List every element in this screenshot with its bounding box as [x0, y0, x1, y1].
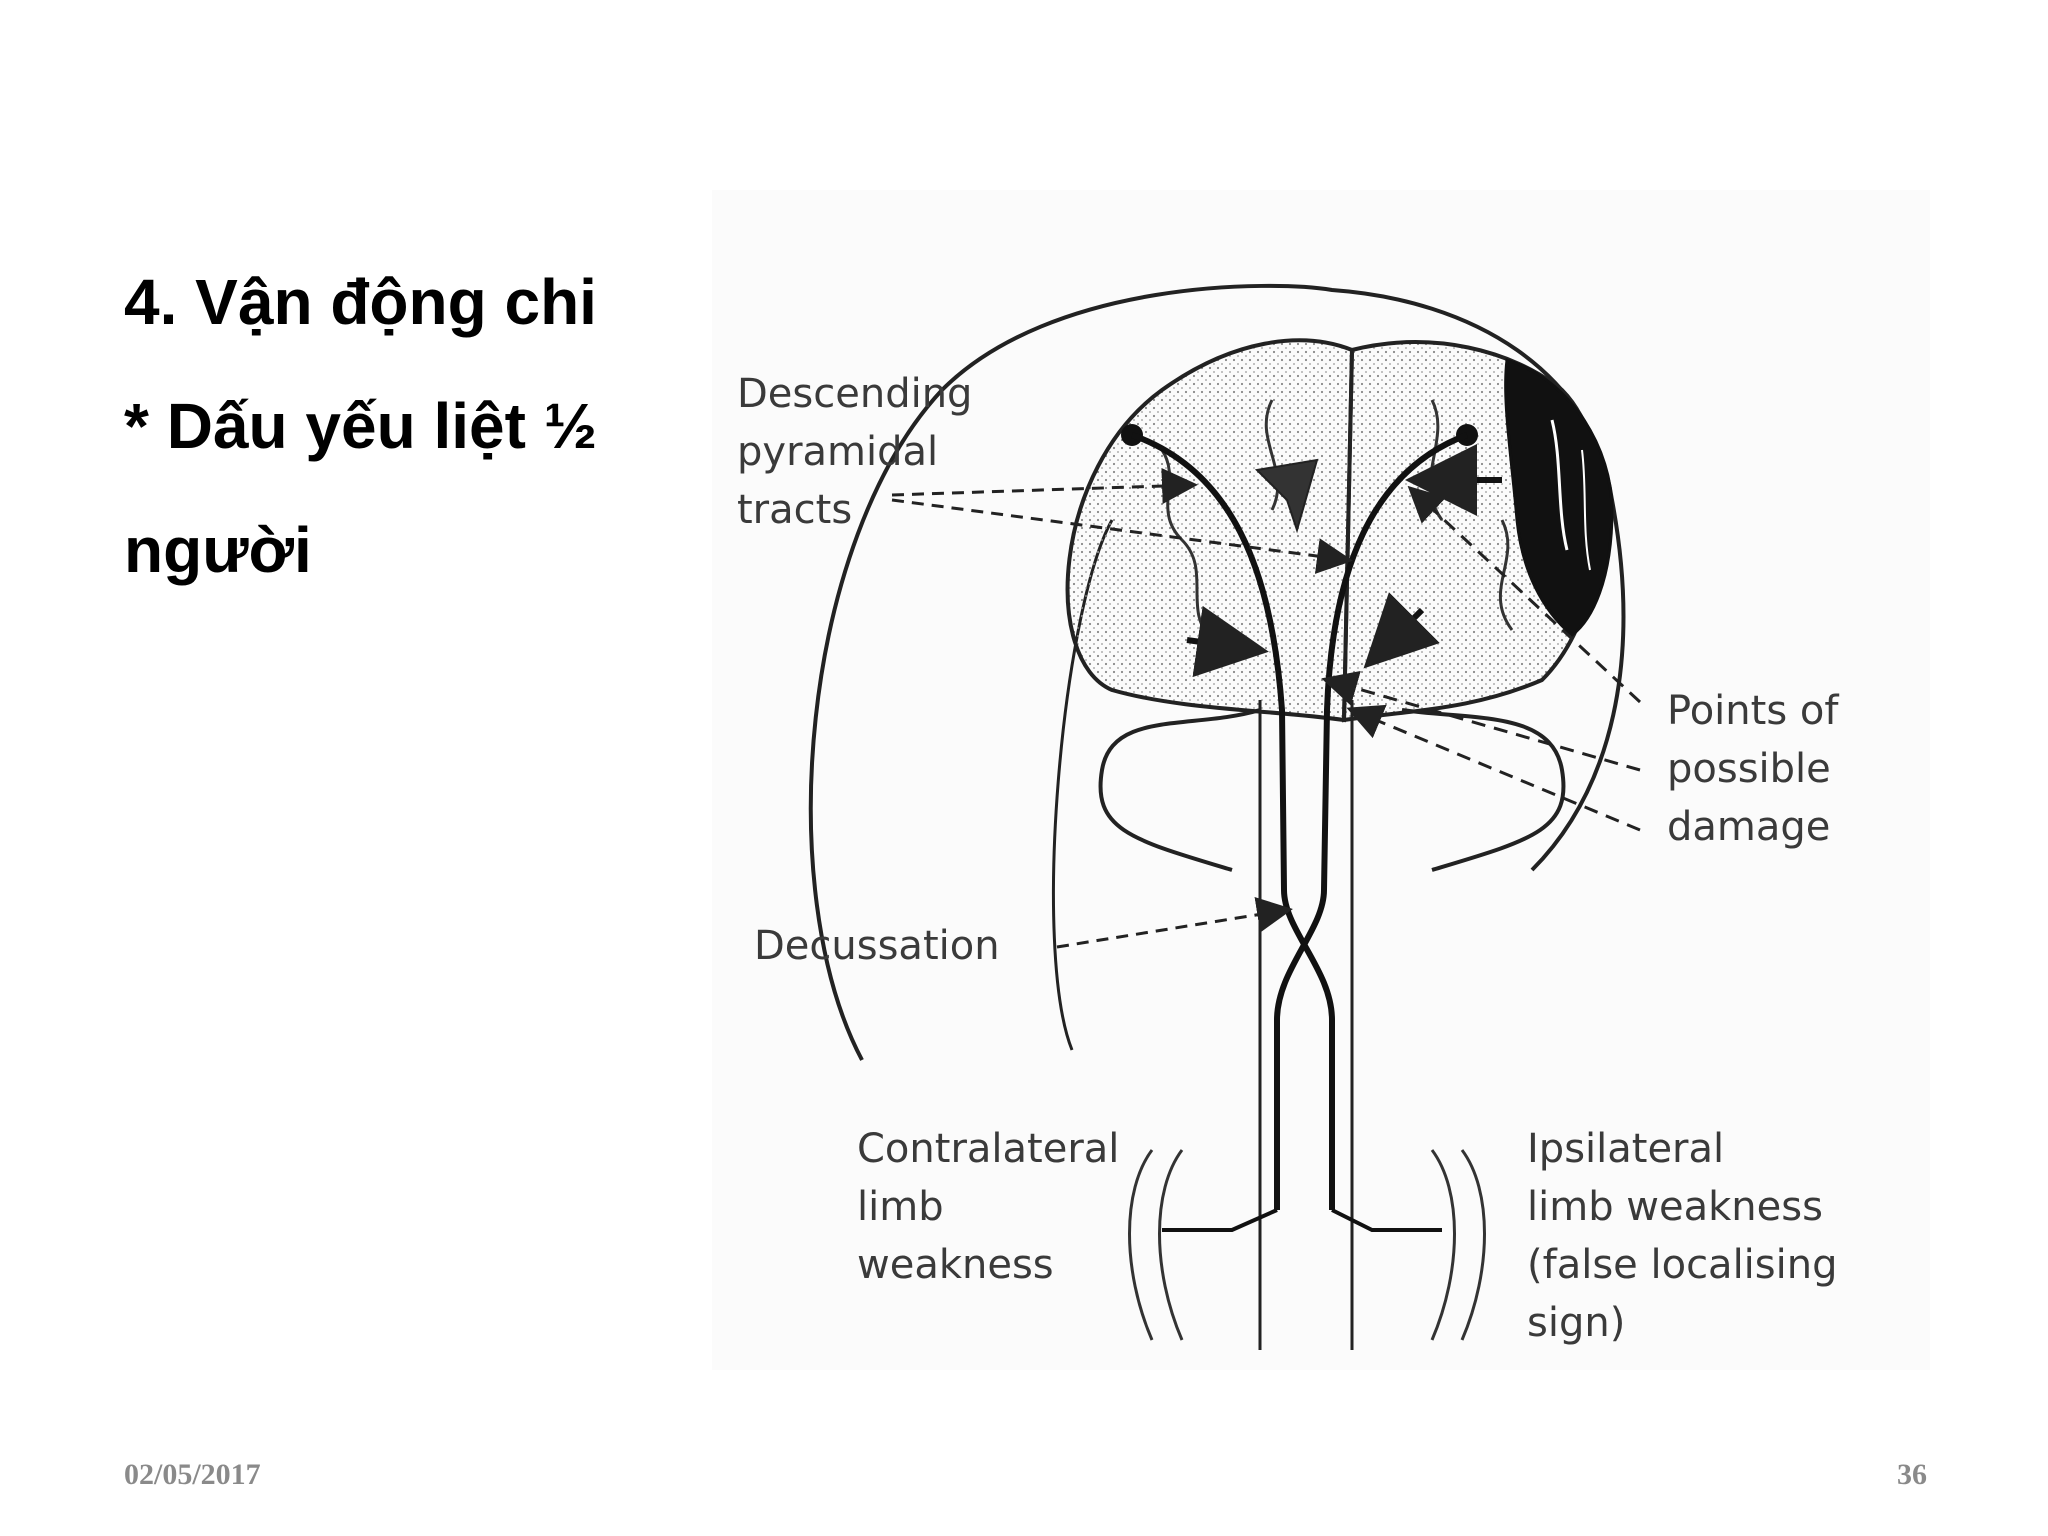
- slide-text-block: 4. Vận động chi * Dấu yếu liệt ½ người: [124, 240, 654, 612]
- label-decussation: Decussation: [754, 923, 1000, 969]
- footer-date: 02/05/2017: [124, 1458, 261, 1491]
- footer-page-number: 36: [1897, 1458, 1927, 1491]
- slide-subtitle-line2: người: [124, 514, 312, 586]
- left-pyramidal-tract: [1131, 432, 1335, 1210]
- label-descending-pyramidal-tracts: Descending pyramidal tracts: [737, 371, 973, 533]
- label-points-of-possible-damage: Points of possible damage: [1667, 688, 1839, 850]
- left-temporal-lobe: [1098, 708, 1261, 872]
- label-contralateral-limb-weakness: Contralateral limb weakness: [857, 1126, 1120, 1288]
- label-ipsilateral-limb-weakness: Ipsilateral limb weakness (false localis…: [1527, 1126, 1838, 1346]
- skull-outline: [808, 283, 1626, 1061]
- left-limb-nerve: [1162, 1208, 1278, 1232]
- ventricle: [1254, 458, 1319, 534]
- brain-illustration: [808, 283, 1642, 1350]
- slide-title: 4. Vận động chi: [124, 266, 597, 338]
- right-temporal-lobe: [1401, 708, 1566, 872]
- right-limb-nerve: [1331, 1208, 1442, 1232]
- pyramidal-tract-diagram: Descending pyramidal tracts Points of po…: [712, 190, 1930, 1370]
- slide-subtitle-line1: * Dấu yếu liệt ½: [124, 390, 598, 462]
